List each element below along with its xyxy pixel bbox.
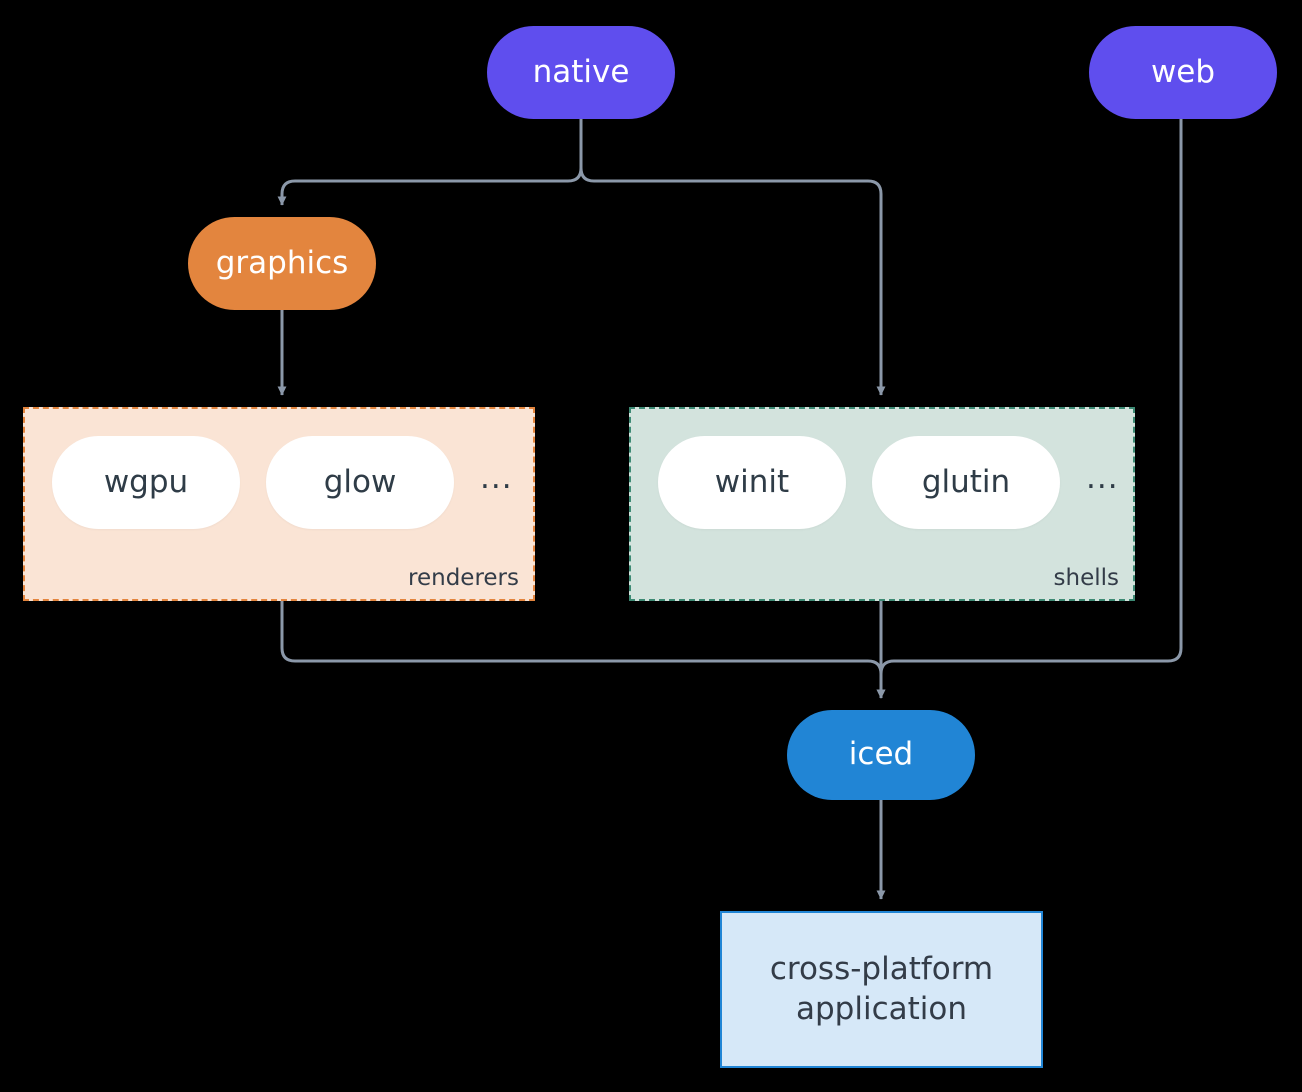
- node-glutin[interactable]: glutin: [872, 436, 1060, 529]
- node-iced-label: iced: [848, 736, 914, 773]
- node-winit[interactable]: winit: [658, 436, 846, 529]
- cluster-renderers-items: wgpu glow ...: [52, 436, 513, 529]
- cluster-shells-label: shells: [1053, 565, 1119, 591]
- node-native-label: native: [532, 53, 630, 90]
- node-glow[interactable]: glow: [266, 436, 454, 529]
- cluster-renderers-label: renderers: [408, 565, 519, 591]
- node-graphics[interactable]: graphics: [188, 217, 376, 310]
- node-wgpu[interactable]: wgpu: [52, 436, 240, 529]
- cluster-renderers: wgpu glow ... renderers: [23, 407, 535, 601]
- cluster-shells-items: winit glutin ...: [658, 436, 1119, 529]
- node-web[interactable]: web: [1089, 26, 1277, 119]
- node-application-label-line2: application: [796, 990, 967, 1027]
- node-glow-label: glow: [323, 463, 397, 500]
- node-glutin-label: glutin: [921, 463, 1011, 500]
- node-winit-label: winit: [714, 463, 790, 500]
- node-application[interactable]: cross-platform application: [720, 911, 1043, 1068]
- node-graphics-label: graphics: [215, 244, 349, 281]
- node-iced[interactable]: iced: [787, 710, 975, 800]
- cluster-shells: winit glutin ... shells: [629, 407, 1135, 601]
- edge-native-to-graphics: [277, 119, 583, 206]
- node-web-label: web: [1150, 53, 1216, 90]
- shells-more-ellipsis: ...: [1086, 459, 1119, 496]
- edge-native-to-shells: [579, 119, 886, 396]
- node-wgpu-label: wgpu: [103, 463, 189, 500]
- node-native[interactable]: native: [487, 26, 675, 119]
- node-application-label-line1: cross-platform: [769, 950, 994, 987]
- edge-renderers-to-iced: [280, 601, 886, 699]
- renderers-more-ellipsis: ...: [480, 459, 513, 496]
